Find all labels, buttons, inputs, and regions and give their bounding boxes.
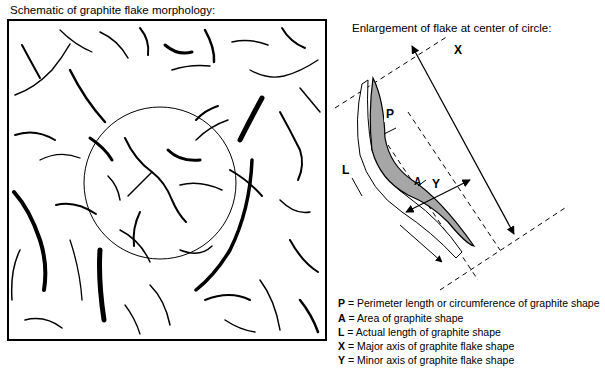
micrograph-frame bbox=[8, 20, 326, 340]
callout-letter: Y bbox=[432, 178, 440, 192]
enlarged-flake bbox=[335, 36, 568, 290]
definition-text: P = Perimeter length or circumference of… bbox=[338, 297, 600, 309]
graphite-flakes bbox=[12, 28, 320, 334]
definition-text: X = Major axis of graphite flake shape bbox=[338, 340, 600, 352]
definition-text: Y = Minor axis of graphite flake shape bbox=[338, 354, 600, 366]
panel-heading: Schematic of graphite flake morphology: bbox=[10, 4, 215, 17]
callout-letter: A bbox=[414, 176, 421, 188]
selection-circle bbox=[84, 107, 236, 259]
callout-letter: X bbox=[452, 44, 464, 58]
callout-letter: P bbox=[384, 108, 396, 122]
definition-text: L = Actual length of graphite shape bbox=[338, 326, 600, 338]
panel-heading: Enlargement of flake at center of circle… bbox=[352, 22, 551, 35]
definition-text: A = Area of graphite shape bbox=[338, 312, 600, 324]
callout-letter: L bbox=[340, 164, 351, 178]
